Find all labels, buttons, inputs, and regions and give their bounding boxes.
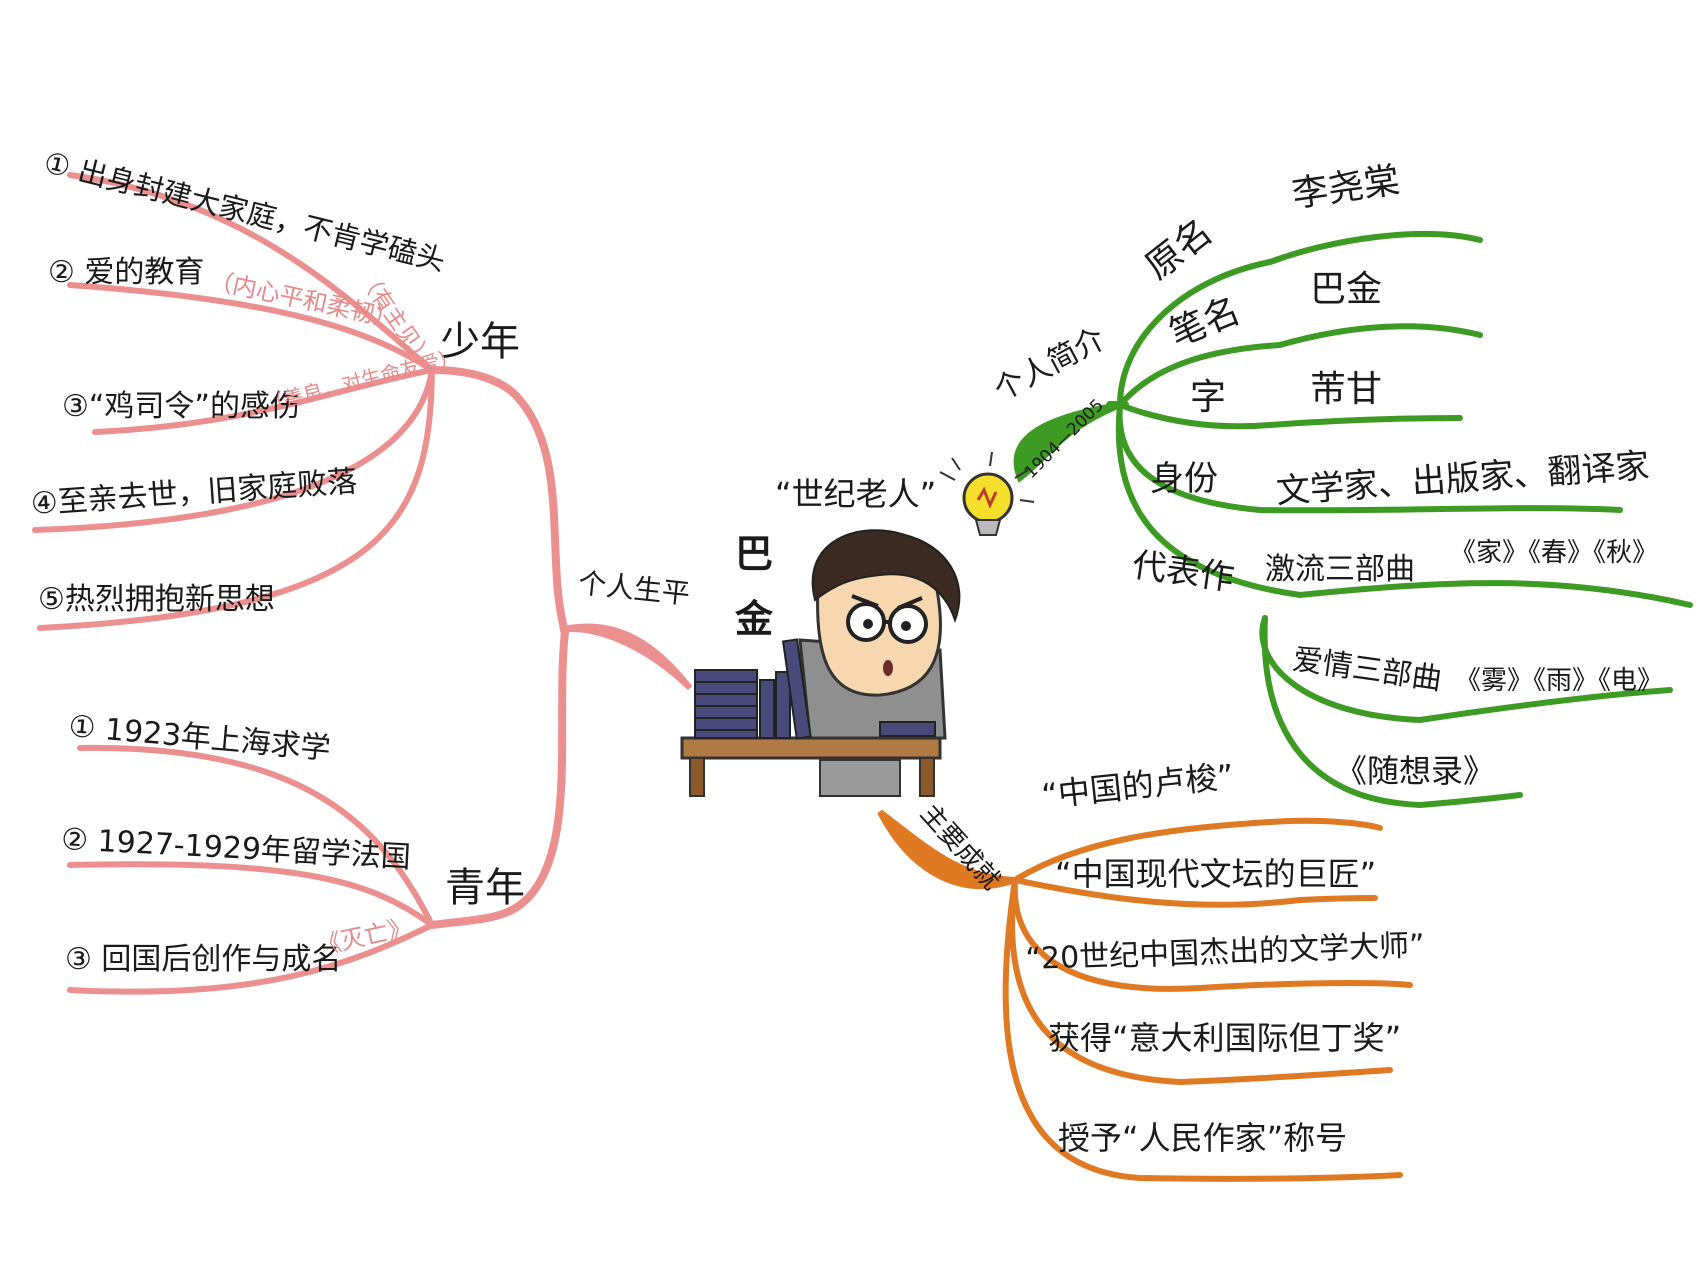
profile-key-3: 字 <box>1190 377 1227 418</box>
works-2-titles: 《雾》《雨》《电》 <box>1455 666 1664 696</box>
achievements-branch-2 <box>1012 877 1378 908</box>
cartoon-writer-portrait <box>680 529 961 797</box>
profile-branch-4 <box>1116 402 1623 514</box>
youth-branch-4 <box>32 367 435 533</box>
achievement-2: “中国现代文坛的巨匠” <box>1055 855 1377 893</box>
adult-item-3: ③ 回国后创作与成名 <box>65 942 342 977</box>
achievements-branch-1 <box>1012 817 1383 883</box>
works-1-titles: 《家》《春》《秋》 <box>1450 538 1659 568</box>
profile-value-2: 巴金 <box>1310 269 1383 310</box>
achievement-5: 授予“人民作家”称号 <box>1058 1119 1348 1157</box>
works-3-name: 《随想录》 <box>1335 752 1496 790</box>
youth-branch-3 <box>92 367 435 435</box>
lightbulb-icon <box>939 451 1035 536</box>
adult-branch-1 <box>77 744 435 928</box>
achievements-branch-4 <box>1009 877 1393 1086</box>
profile-branch-2 <box>1117 323 1483 408</box>
works-branch-3 <box>1261 615 1523 809</box>
achievements-branch-5 <box>1002 877 1403 1182</box>
works-branch-2 <box>1259 615 1673 724</box>
youth-item-2: ② 爱的教育 <box>48 255 205 290</box>
center-nickname: “世纪老人” <box>775 475 937 513</box>
adult-branch-2 <box>67 861 435 928</box>
achievements-branch-3 <box>1011 877 1413 992</box>
life-main-branch-lower <box>428 628 569 929</box>
youth-branch-2 <box>67 282 435 373</box>
center-name-bottom: 金 <box>735 597 774 641</box>
works-1-name: 激流三部曲 <box>1265 552 1415 587</box>
adult-label: 青年 <box>445 865 525 911</box>
youth-label: 少年 <box>440 319 520 365</box>
life-trunk <box>559 623 693 691</box>
life-main-branch <box>428 366 569 636</box>
youth-item-5: ⑤热烈拥抱新思想 <box>38 582 275 617</box>
center-name-top: 巴 <box>735 532 774 576</box>
profile-key-4: 身份 <box>1150 459 1218 499</box>
youth-branch-1 <box>67 172 435 373</box>
youth-item-3: ③“鸡司令”的感伤 <box>62 389 300 424</box>
adult-branch-3 <box>67 922 435 995</box>
profile-branch-5 <box>1115 402 1693 608</box>
achievement-4: 获得“意大利国际但丁奖” <box>1048 1019 1402 1057</box>
youth-branch-5 <box>37 367 435 631</box>
profile-value-3: 芾甘 <box>1310 369 1383 410</box>
profile-branch-1 <box>1117 230 1483 408</box>
profile-branch-3 <box>1117 402 1463 430</box>
